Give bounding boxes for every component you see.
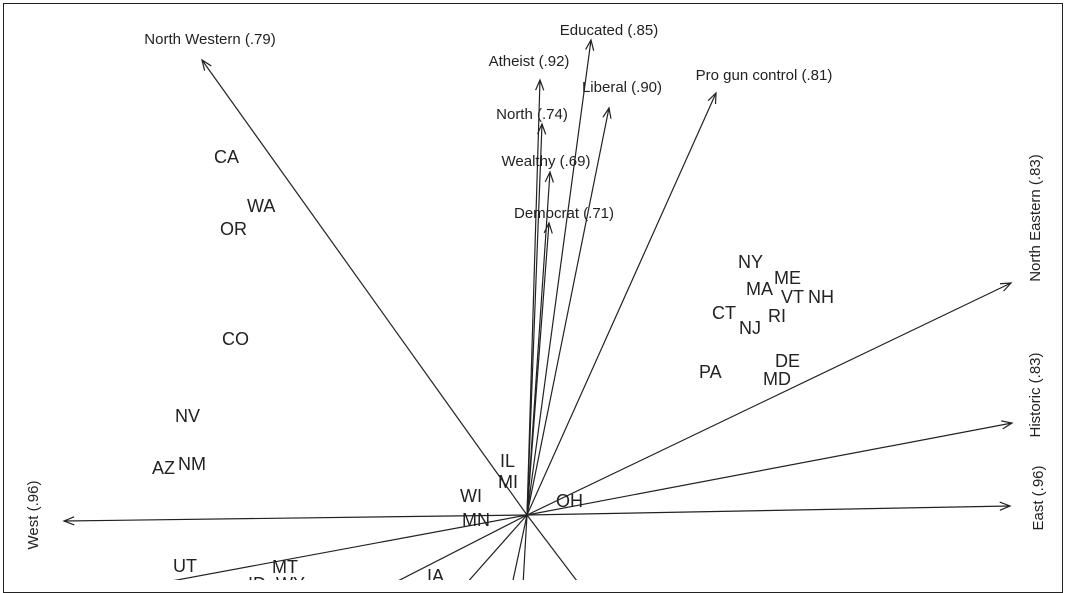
- vector-arrowhead-north: [536, 122, 547, 135]
- vector-arrowhead-west: [62, 516, 75, 526]
- vector-arrowhead-historic: [1001, 420, 1014, 430]
- vector-democrat: [526, 222, 550, 516]
- state-label-co: CO: [222, 329, 249, 349]
- vector-arrowhead-educated: [585, 38, 595, 51]
- vector-pro-gun-control: [526, 92, 717, 516]
- vector-label-educated: Educated (.85): [560, 22, 658, 39]
- vector-offscreen-3: [512, 514, 528, 580]
- state-label-nj: NJ: [739, 318, 761, 338]
- biplot: North Western (.79) Educated (.85) Atheist…: [25, 22, 1047, 580]
- state-label-mn: MN: [462, 510, 490, 530]
- vector-offscreen-1: [398, 514, 528, 580]
- state-label-or: OR: [220, 219, 247, 239]
- vector-educated: [526, 39, 592, 516]
- vector-historic: [526, 422, 1013, 516]
- vector-atheist: [526, 79, 541, 516]
- vector-arrowhead-north-eastern: [999, 282, 1013, 292]
- state-label-wy: WY: [276, 574, 305, 580]
- vector-arrowhead-wealthy: [544, 170, 554, 183]
- state-label-ca: CA: [214, 147, 239, 167]
- vector-label-west: West (.96): [25, 481, 42, 550]
- state-label-ut: UT: [173, 556, 197, 576]
- state-label-oh: OH: [556, 491, 583, 511]
- vector-label-liberal: Liberal (.90): [582, 79, 662, 96]
- state-label-nh: NH: [808, 287, 834, 307]
- vector-label-atheist: Atheist (.92): [489, 53, 570, 70]
- vector-arrowhead-liberal: [602, 106, 612, 119]
- state-label-ri: RI: [768, 306, 786, 326]
- vector-north-western: [201, 59, 528, 516]
- vector-north: [526, 123, 543, 516]
- vector-offscreen-0: [173, 514, 528, 580]
- vector-north-eastern: [526, 282, 1012, 516]
- state-label-pa: PA: [699, 362, 722, 382]
- state-label-id: ID: [248, 574, 266, 580]
- vector-arrowhead-north-western: [201, 58, 212, 71]
- vector-label-democrat: Democrat (.71): [514, 205, 614, 222]
- vector-label-wealthy: Wealthy (.69): [502, 153, 591, 170]
- vector-label-north-eastern: North Eastern (.83): [1027, 154, 1044, 282]
- state-label-mt: MT: [272, 557, 298, 577]
- state-label-md: MD: [763, 369, 791, 389]
- state-label-mi: MI: [498, 472, 518, 492]
- vector-west: [63, 514, 528, 522]
- vector-east: [526, 505, 1011, 516]
- vector-label-pro-gun-control: Pro gun control (.81): [696, 67, 833, 84]
- state-label-il: IL: [500, 451, 515, 471]
- state-label-ia: IA: [427, 566, 444, 580]
- state-label-vt: VT: [781, 287, 804, 307]
- state-label-ny: NY: [738, 252, 763, 272]
- vector-label-north-western: North Western (.79): [144, 31, 275, 48]
- vector-label-east: East (.96): [1030, 465, 1047, 530]
- state-label-ma: MA: [746, 279, 773, 299]
- vector-arrowhead-democrat: [543, 221, 553, 234]
- state-label-az: AZ: [152, 458, 175, 478]
- state-label-ct: CT: [712, 303, 736, 323]
- vector-arrowhead-pro-gun-control: [707, 91, 717, 105]
- vector-arrowhead-atheist: [535, 78, 545, 91]
- state-label-me: ME: [774, 268, 801, 288]
- vector-offscreen-5: [526, 514, 577, 580]
- vector-offscreen-2: [468, 514, 528, 580]
- vector-offscreen-4: [522, 514, 528, 580]
- vector-label-historic: Historic (.83): [1027, 352, 1044, 437]
- vector-liberal: [526, 107, 610, 516]
- state-label-nm: NM: [178, 454, 206, 474]
- state-label-de: DE: [775, 351, 800, 371]
- state-label-wa: WA: [247, 196, 275, 216]
- vector-label-north: North (.74): [496, 106, 568, 123]
- vector-arrowhead-east: [999, 501, 1012, 511]
- state-label-wi: WI: [460, 486, 482, 506]
- state-label-nv: NV: [175, 406, 200, 426]
